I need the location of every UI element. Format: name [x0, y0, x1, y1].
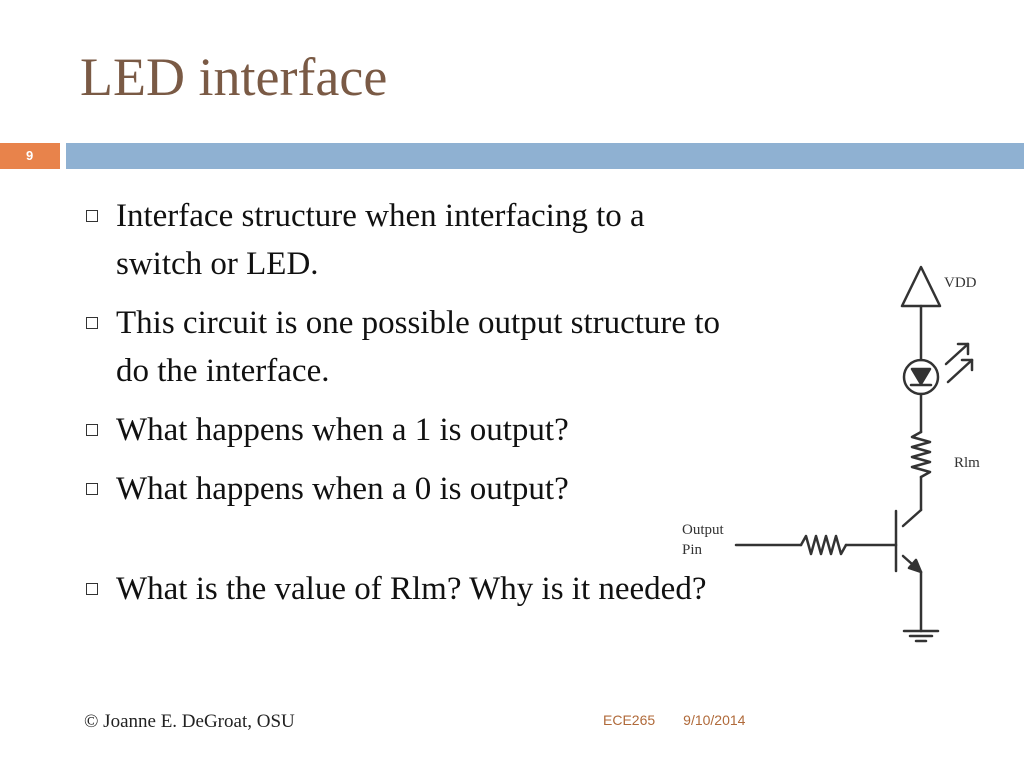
bullet-text: What happens when a 1 is output? — [116, 412, 569, 448]
square-bullet-icon — [86, 210, 98, 222]
header-band — [66, 143, 1024, 169]
footer-copyright: © Joanne E. DeGroat, OSU — [84, 711, 295, 732]
light-arrow — [944, 342, 970, 366]
light-arrow — [946, 358, 974, 384]
footer-date: 9/10/2014 — [683, 712, 746, 728]
bullet-item: This circuit is one possible output stru… — [80, 299, 720, 395]
bullet-item: Interface structure when interfacing to … — [80, 192, 720, 288]
bullet-text: Interface structure when interfacing to … — [116, 198, 645, 282]
bullet-item: What happens when a 1 is output? — [80, 406, 720, 454]
bullet-item: What is the value of Rlm? Why is it need… — [80, 565, 720, 613]
rlm-resistor — [910, 430, 932, 479]
bullet-text: What is the value of Rlm? Why is it need… — [116, 571, 707, 607]
footer-meta: ECE265 9/10/2014 — [603, 712, 773, 728]
slide-number-badge: 9 — [0, 143, 60, 169]
square-bullet-icon — [86, 317, 98, 329]
square-bullet-icon — [86, 583, 98, 595]
bullet-text: What happens when a 0 is output? — [116, 471, 569, 507]
led-circuit-diagram: VDD Rlm Output Pin — [682, 265, 980, 643]
vdd-label: VDD — [944, 275, 977, 291]
slide-number: 9 — [26, 148, 34, 163]
square-bullet-icon — [86, 424, 98, 436]
bullet-item: What happens when a 0 is output? — [80, 465, 720, 513]
bullet-text: This circuit is one possible output stru… — [116, 305, 720, 389]
bullet-list: Interface structure when interfacing to … — [80, 192, 720, 624]
slide-title: LED interface — [80, 47, 388, 107]
output-pin-label: Output — [682, 522, 725, 538]
output-pin-label: Pin — [682, 542, 703, 558]
rlm-label: Rlm — [954, 455, 980, 471]
square-bullet-icon — [86, 483, 98, 495]
footer-course: ECE265 — [603, 712, 656, 728]
base-resistor — [799, 534, 848, 556]
vdd-symbol — [900, 265, 942, 308]
